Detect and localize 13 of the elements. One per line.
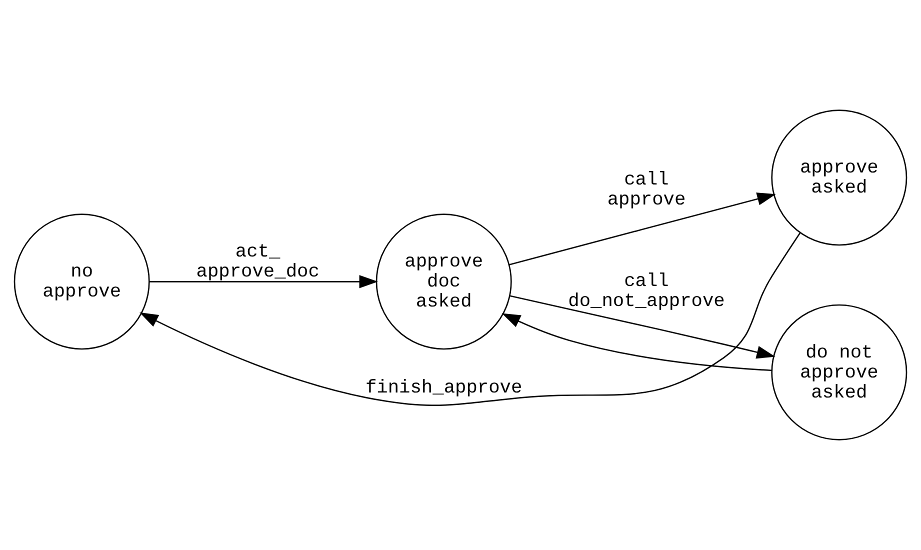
arrow xyxy=(140,232,800,406)
node-circle: do not approve asked xyxy=(771,304,908,440)
edge-label: call do_not_approve xyxy=(568,270,725,312)
node-circle: approve asked xyxy=(771,110,908,246)
node-circle: no approve xyxy=(14,214,150,350)
arrow xyxy=(510,295,776,359)
arrow xyxy=(508,192,776,266)
arrow xyxy=(502,313,772,372)
node-circle: approve doc asked xyxy=(376,214,512,350)
edge-label: call approve xyxy=(607,168,686,211)
edge-label: act_ approve_doc xyxy=(196,240,320,283)
edge-label: finish_approve xyxy=(365,376,522,399)
arrow xyxy=(149,275,378,288)
